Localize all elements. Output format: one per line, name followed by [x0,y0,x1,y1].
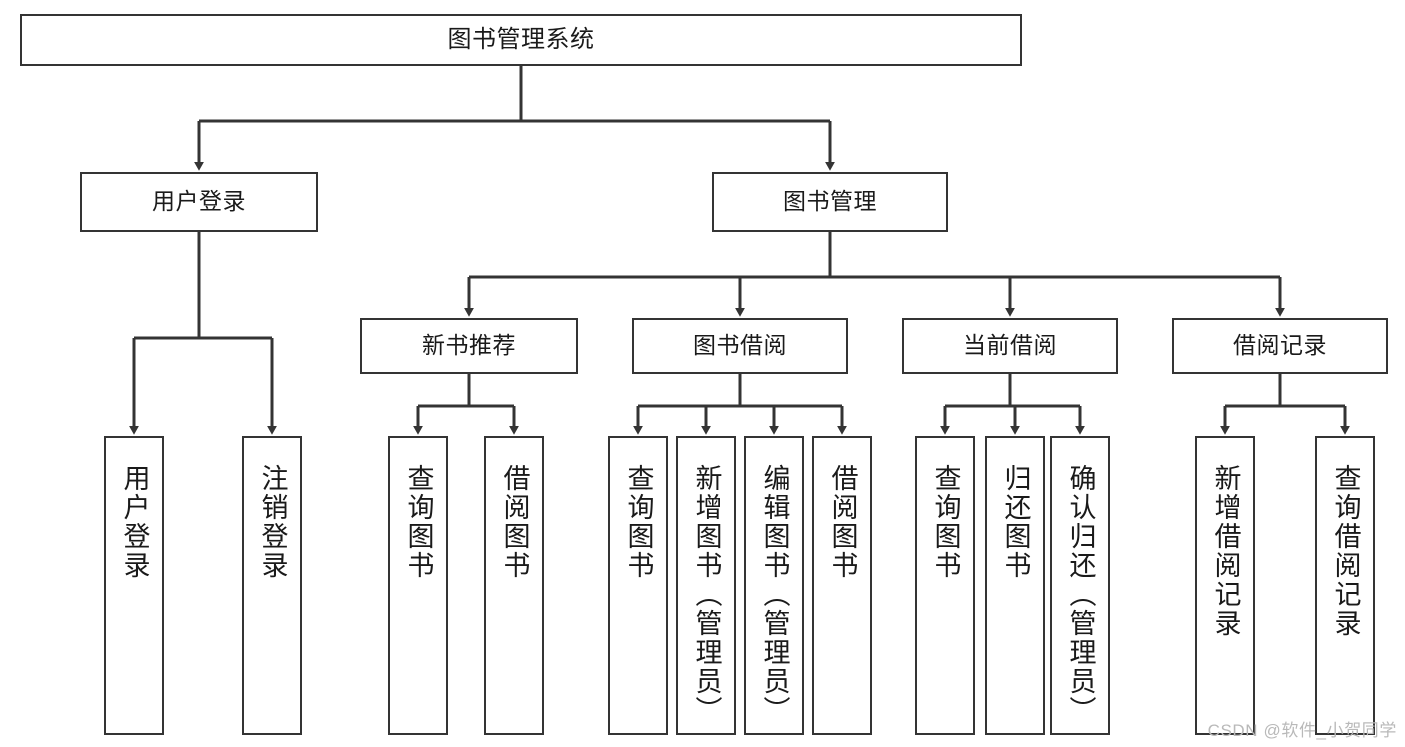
node-label: 注销登录 [257,464,288,580]
node-l-nb-query[interactable]: 查询图书 [388,436,448,735]
node-n-bookmgmt[interactable]: 图书管理 [712,172,948,232]
node-label: 当前借阅 [963,332,1057,359]
node-n-borrow[interactable]: 图书借阅 [632,318,848,374]
node-label: 借阅记录 [1233,332,1327,359]
node-l-rc-add[interactable]: 新增借阅记录 [1195,436,1255,735]
node-label: 查询图书 [930,464,961,580]
node-l-bb-add[interactable]: 新增图书（管理员） [676,436,736,735]
node-label: 图书管理 [783,188,877,215]
node-l-bb-query[interactable]: 查询图书 [608,436,668,735]
node-label: 用户登录 [152,188,246,215]
node-n-newbook[interactable]: 新书推荐 [360,318,578,374]
node-l-bb-borrow[interactable]: 借阅图书 [812,436,872,735]
node-label: 新书推荐 [422,332,516,359]
node-label: 新增借阅记录 [1210,464,1241,638]
node-label: 查询借阅记录 [1330,464,1361,638]
node-label: 图书管理系统 [447,25,595,53]
node-label: 借阅图书 [499,464,530,580]
node-label: 确认归还（管理员） [1065,464,1096,725]
node-l-logout[interactable]: 注销登录 [242,436,302,735]
node-label: 查询图书 [623,464,654,580]
node-l-cb-query[interactable]: 查询图书 [915,436,975,735]
node-l-bb-edit[interactable]: 编辑图书（管理员） [744,436,804,735]
node-l-rc-query[interactable]: 查询借阅记录 [1315,436,1375,735]
node-label: 用户登录 [119,464,150,580]
node-root[interactable]: 图书管理系统 [20,14,1022,66]
node-label: 借阅图书 [827,464,858,580]
node-label: 图书借阅 [693,332,787,359]
node-l-userlogin[interactable]: 用户登录 [104,436,164,735]
node-label: 编辑图书（管理员） [759,464,790,725]
node-l-cb-confirm[interactable]: 确认归还（管理员） [1050,436,1110,735]
node-l-nb-borrow[interactable]: 借阅图书 [484,436,544,735]
node-n-login[interactable]: 用户登录 [80,172,318,232]
node-label: 查询图书 [403,464,434,580]
node-n-current[interactable]: 当前借阅 [902,318,1118,374]
node-label: 归还图书 [1000,464,1031,580]
node-n-records[interactable]: 借阅记录 [1172,318,1388,374]
node-l-cb-return[interactable]: 归还图书 [985,436,1045,735]
csdn-watermark: CSDN @软件_小贺同学 [1207,721,1397,740]
node-label: 新增图书（管理员） [691,464,722,725]
